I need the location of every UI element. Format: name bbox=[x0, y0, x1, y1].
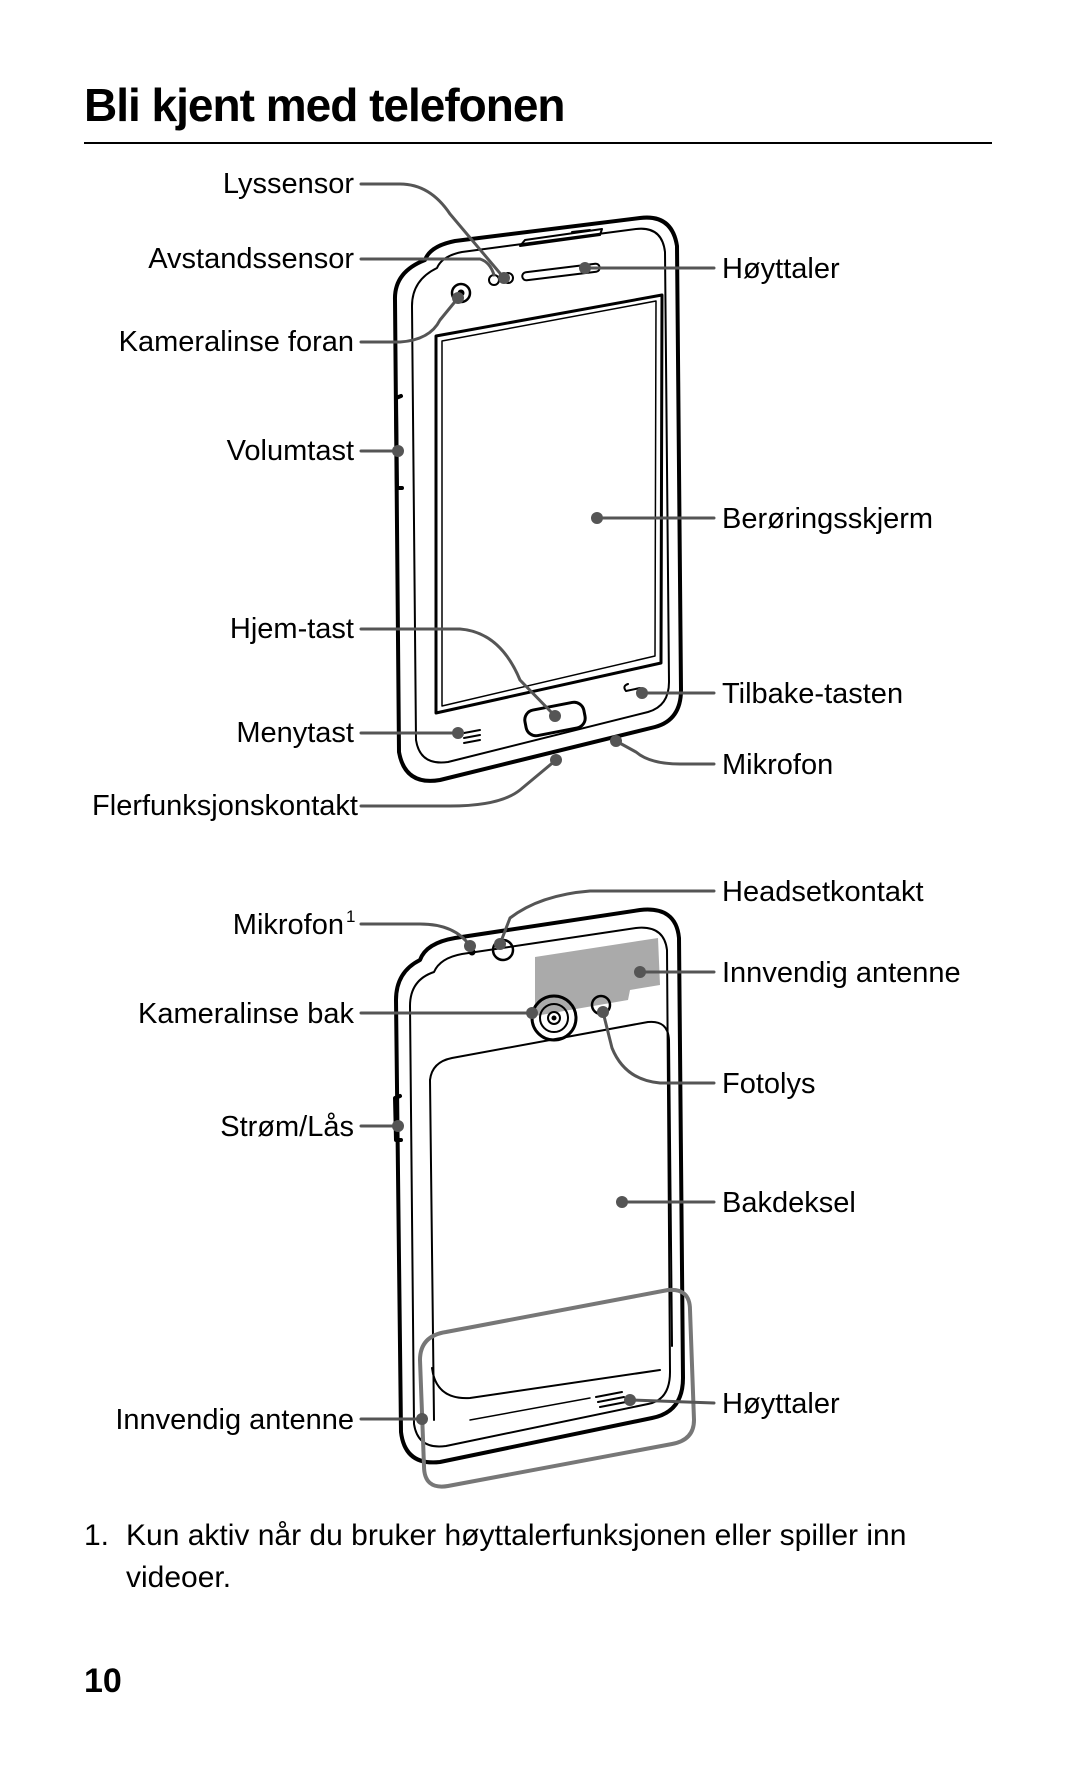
front-callout-lines bbox=[359, 182, 716, 808]
label-menu-key: Menytast bbox=[236, 717, 354, 749]
back-phone-illustration bbox=[393, 907, 696, 1489]
label-internal-antenna-top: Innvendig antenne bbox=[722, 957, 961, 989]
label-flash: Fotolys bbox=[722, 1068, 815, 1100]
footnote-text: Kun aktiv når du bruker høyttalerfunksjo… bbox=[126, 1519, 907, 1594]
footnote: 1. Kun aktiv når du bruker høyttalerfunk… bbox=[84, 1515, 984, 1599]
label-back-cover: Bakdeksel bbox=[722, 1187, 856, 1219]
label-proximity-sensor: Avstandssensor bbox=[148, 243, 354, 275]
label-speaker-front: Høyttaler bbox=[722, 253, 840, 285]
label-light-sensor: Lyssensor bbox=[223, 168, 354, 200]
label-front-camera: Kameralinse foran bbox=[119, 326, 354, 358]
label-headset-jack: Headsetkontakt bbox=[722, 876, 924, 908]
front-callout-dots bbox=[392, 262, 648, 766]
page-number: 10 bbox=[84, 1662, 122, 1700]
label-internal-antenna-bottom: Innvendig antenne bbox=[115, 1404, 354, 1436]
label-multifunction-jack: Flerfunksjonskontakt bbox=[92, 790, 358, 822]
title-divider bbox=[84, 142, 992, 144]
label-rear-camera: Kameralinse bak bbox=[138, 998, 354, 1030]
label-home-key: Hjem-tast bbox=[230, 613, 354, 645]
label-speaker-back: Høyttaler bbox=[722, 1388, 840, 1420]
label-volume-key: Volumtast bbox=[227, 435, 354, 467]
label-microphone-front: Mikrofon bbox=[722, 749, 833, 781]
back-callout-lines bbox=[359, 889, 716, 1421]
page-title: Bli kjent med telefonen bbox=[84, 79, 566, 131]
label-back-key: Tilbake-tasten bbox=[722, 678, 903, 710]
footnote-number: 1. bbox=[84, 1519, 110, 1552]
label-touch-screen: Berøringsskjerm bbox=[722, 503, 933, 535]
back-callout-dots bbox=[392, 938, 646, 1425]
footnote-mark-1: 1 bbox=[346, 907, 355, 926]
label-power-lock: Strøm/Lås bbox=[220, 1111, 354, 1143]
front-phone-illustration bbox=[392, 215, 683, 783]
label-microphone-back: Mikrofon bbox=[233, 909, 344, 941]
